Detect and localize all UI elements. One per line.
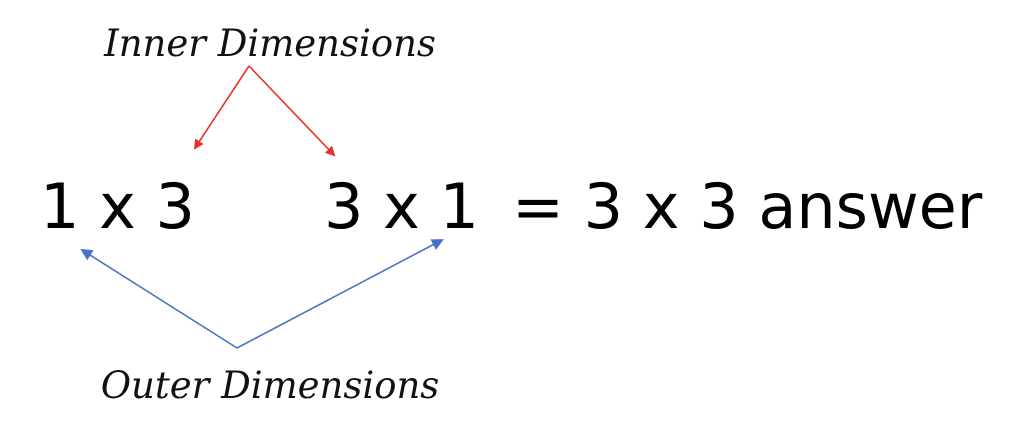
inner-arrow-left — [193, 65, 250, 150]
result-dimensions: = 3 x 3 answer — [512, 170, 983, 243]
outer-dimensions-label: Outer Dimensions — [101, 364, 440, 407]
inner-dimensions-label: Inner Dimensions — [103, 22, 436, 65]
first-matrix-dimensions: 1 x 3 — [40, 170, 195, 243]
inner-arrow-right — [248, 65, 336, 157]
second-matrix-dimensions: 3 x 1 — [324, 170, 479, 243]
outer-arrow-left — [80, 248, 238, 349]
outer-arrow-right — [236, 239, 444, 349]
